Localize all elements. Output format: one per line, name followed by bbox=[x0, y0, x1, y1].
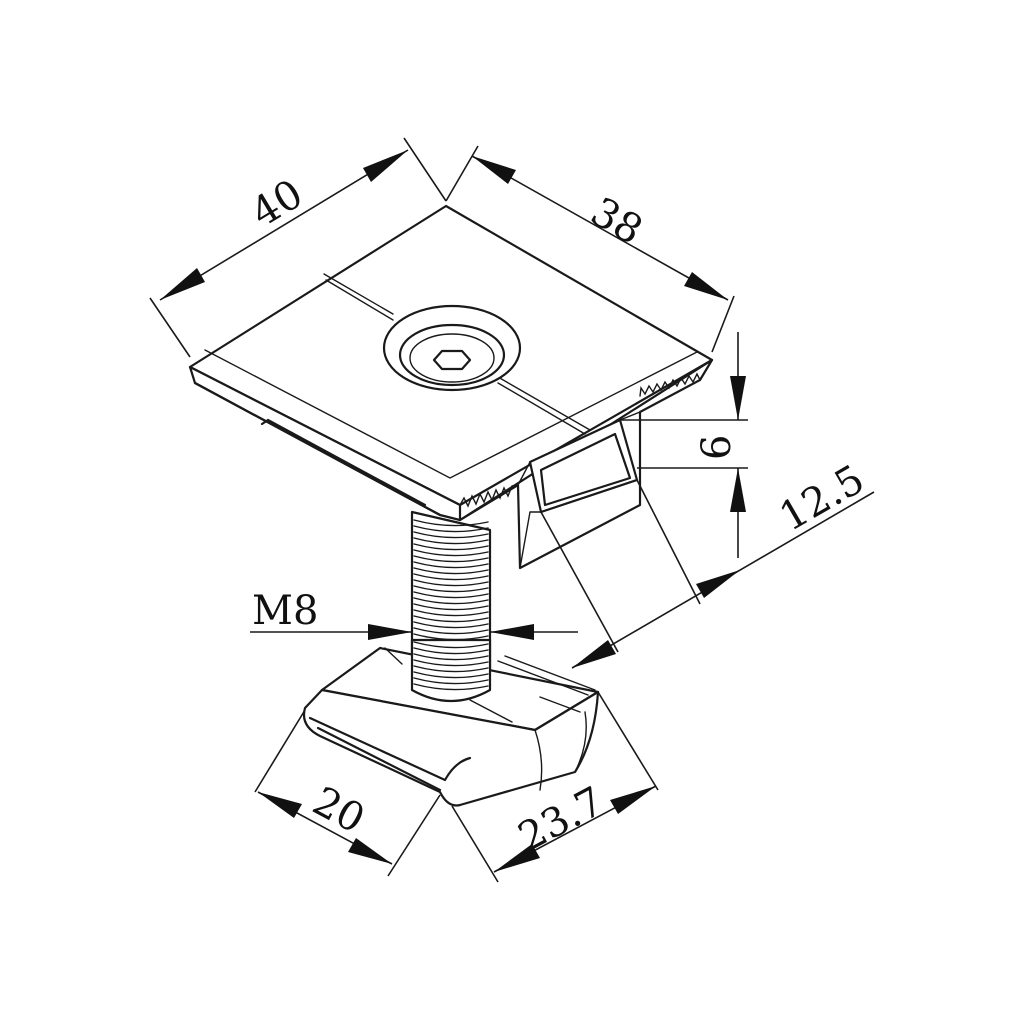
thread-line bbox=[413, 537, 489, 545]
thread-line bbox=[413, 573, 489, 581]
thread-line bbox=[413, 621, 489, 629]
thread-line bbox=[413, 615, 489, 623]
thread-line bbox=[413, 665, 489, 673]
t-nut-front-face bbox=[302, 688, 600, 807]
thread-line bbox=[413, 525, 489, 533]
channel-inner bbox=[539, 432, 632, 507]
thread-line bbox=[413, 603, 489, 611]
thread-line bbox=[413, 531, 489, 539]
shaft-threads-lower bbox=[413, 641, 489, 691]
bolt-head-rim bbox=[409, 333, 495, 383]
thread-line bbox=[413, 555, 489, 563]
t-nut-curve bbox=[534, 711, 587, 791]
bolt-head-inner bbox=[398, 323, 506, 387]
clamp-underside-lip bbox=[193, 381, 442, 517]
thread-line bbox=[413, 585, 489, 593]
clamp-center-groove bbox=[323, 273, 591, 435]
clamp-serrations-right bbox=[639, 372, 701, 397]
t-nut bbox=[302, 638, 600, 807]
thread-line bbox=[413, 567, 489, 575]
label-top-depth: 38 bbox=[583, 189, 650, 254]
dimension-thread: M8 bbox=[250, 588, 578, 640]
thread-line bbox=[413, 549, 489, 557]
label-nut-length: 23.7 bbox=[511, 778, 611, 860]
thread-line bbox=[413, 653, 489, 661]
t-nut-rail bbox=[308, 716, 472, 792]
thread-line bbox=[413, 647, 489, 655]
thread-line bbox=[413, 591, 489, 599]
thread-line bbox=[413, 683, 489, 691]
thread-line bbox=[413, 579, 489, 587]
thread-line bbox=[413, 597, 489, 605]
thread-line bbox=[413, 519, 489, 527]
label-top-width: 40 bbox=[243, 171, 310, 237]
hex-socket-icon bbox=[432, 349, 472, 371]
clamp-top-bevel bbox=[204, 349, 698, 479]
thread-line bbox=[413, 543, 489, 551]
thread-line bbox=[413, 659, 489, 667]
thread-line bbox=[413, 627, 489, 635]
shaft-over-nut bbox=[410, 638, 492, 703]
clamp-serrations-front bbox=[459, 484, 519, 508]
label-channel-height: 6 bbox=[694, 435, 740, 460]
clamp-front-edge bbox=[188, 365, 462, 522]
thread-line bbox=[413, 561, 489, 569]
thread-line bbox=[413, 609, 489, 617]
clamp-body bbox=[188, 204, 714, 570]
profile-web bbox=[517, 411, 641, 569]
label-clearance: 12.5 bbox=[772, 456, 872, 540]
thread-line bbox=[413, 677, 489, 685]
label-thread: M8 bbox=[252, 588, 318, 634]
thread-line bbox=[413, 671, 489, 679]
t-nut-groove bbox=[384, 647, 596, 723]
thread-line bbox=[413, 641, 489, 649]
label-nut-width: 20 bbox=[305, 778, 372, 843]
dimension-channel-height: 6 bbox=[620, 332, 748, 558]
bolt-head-outer bbox=[382, 304, 522, 392]
